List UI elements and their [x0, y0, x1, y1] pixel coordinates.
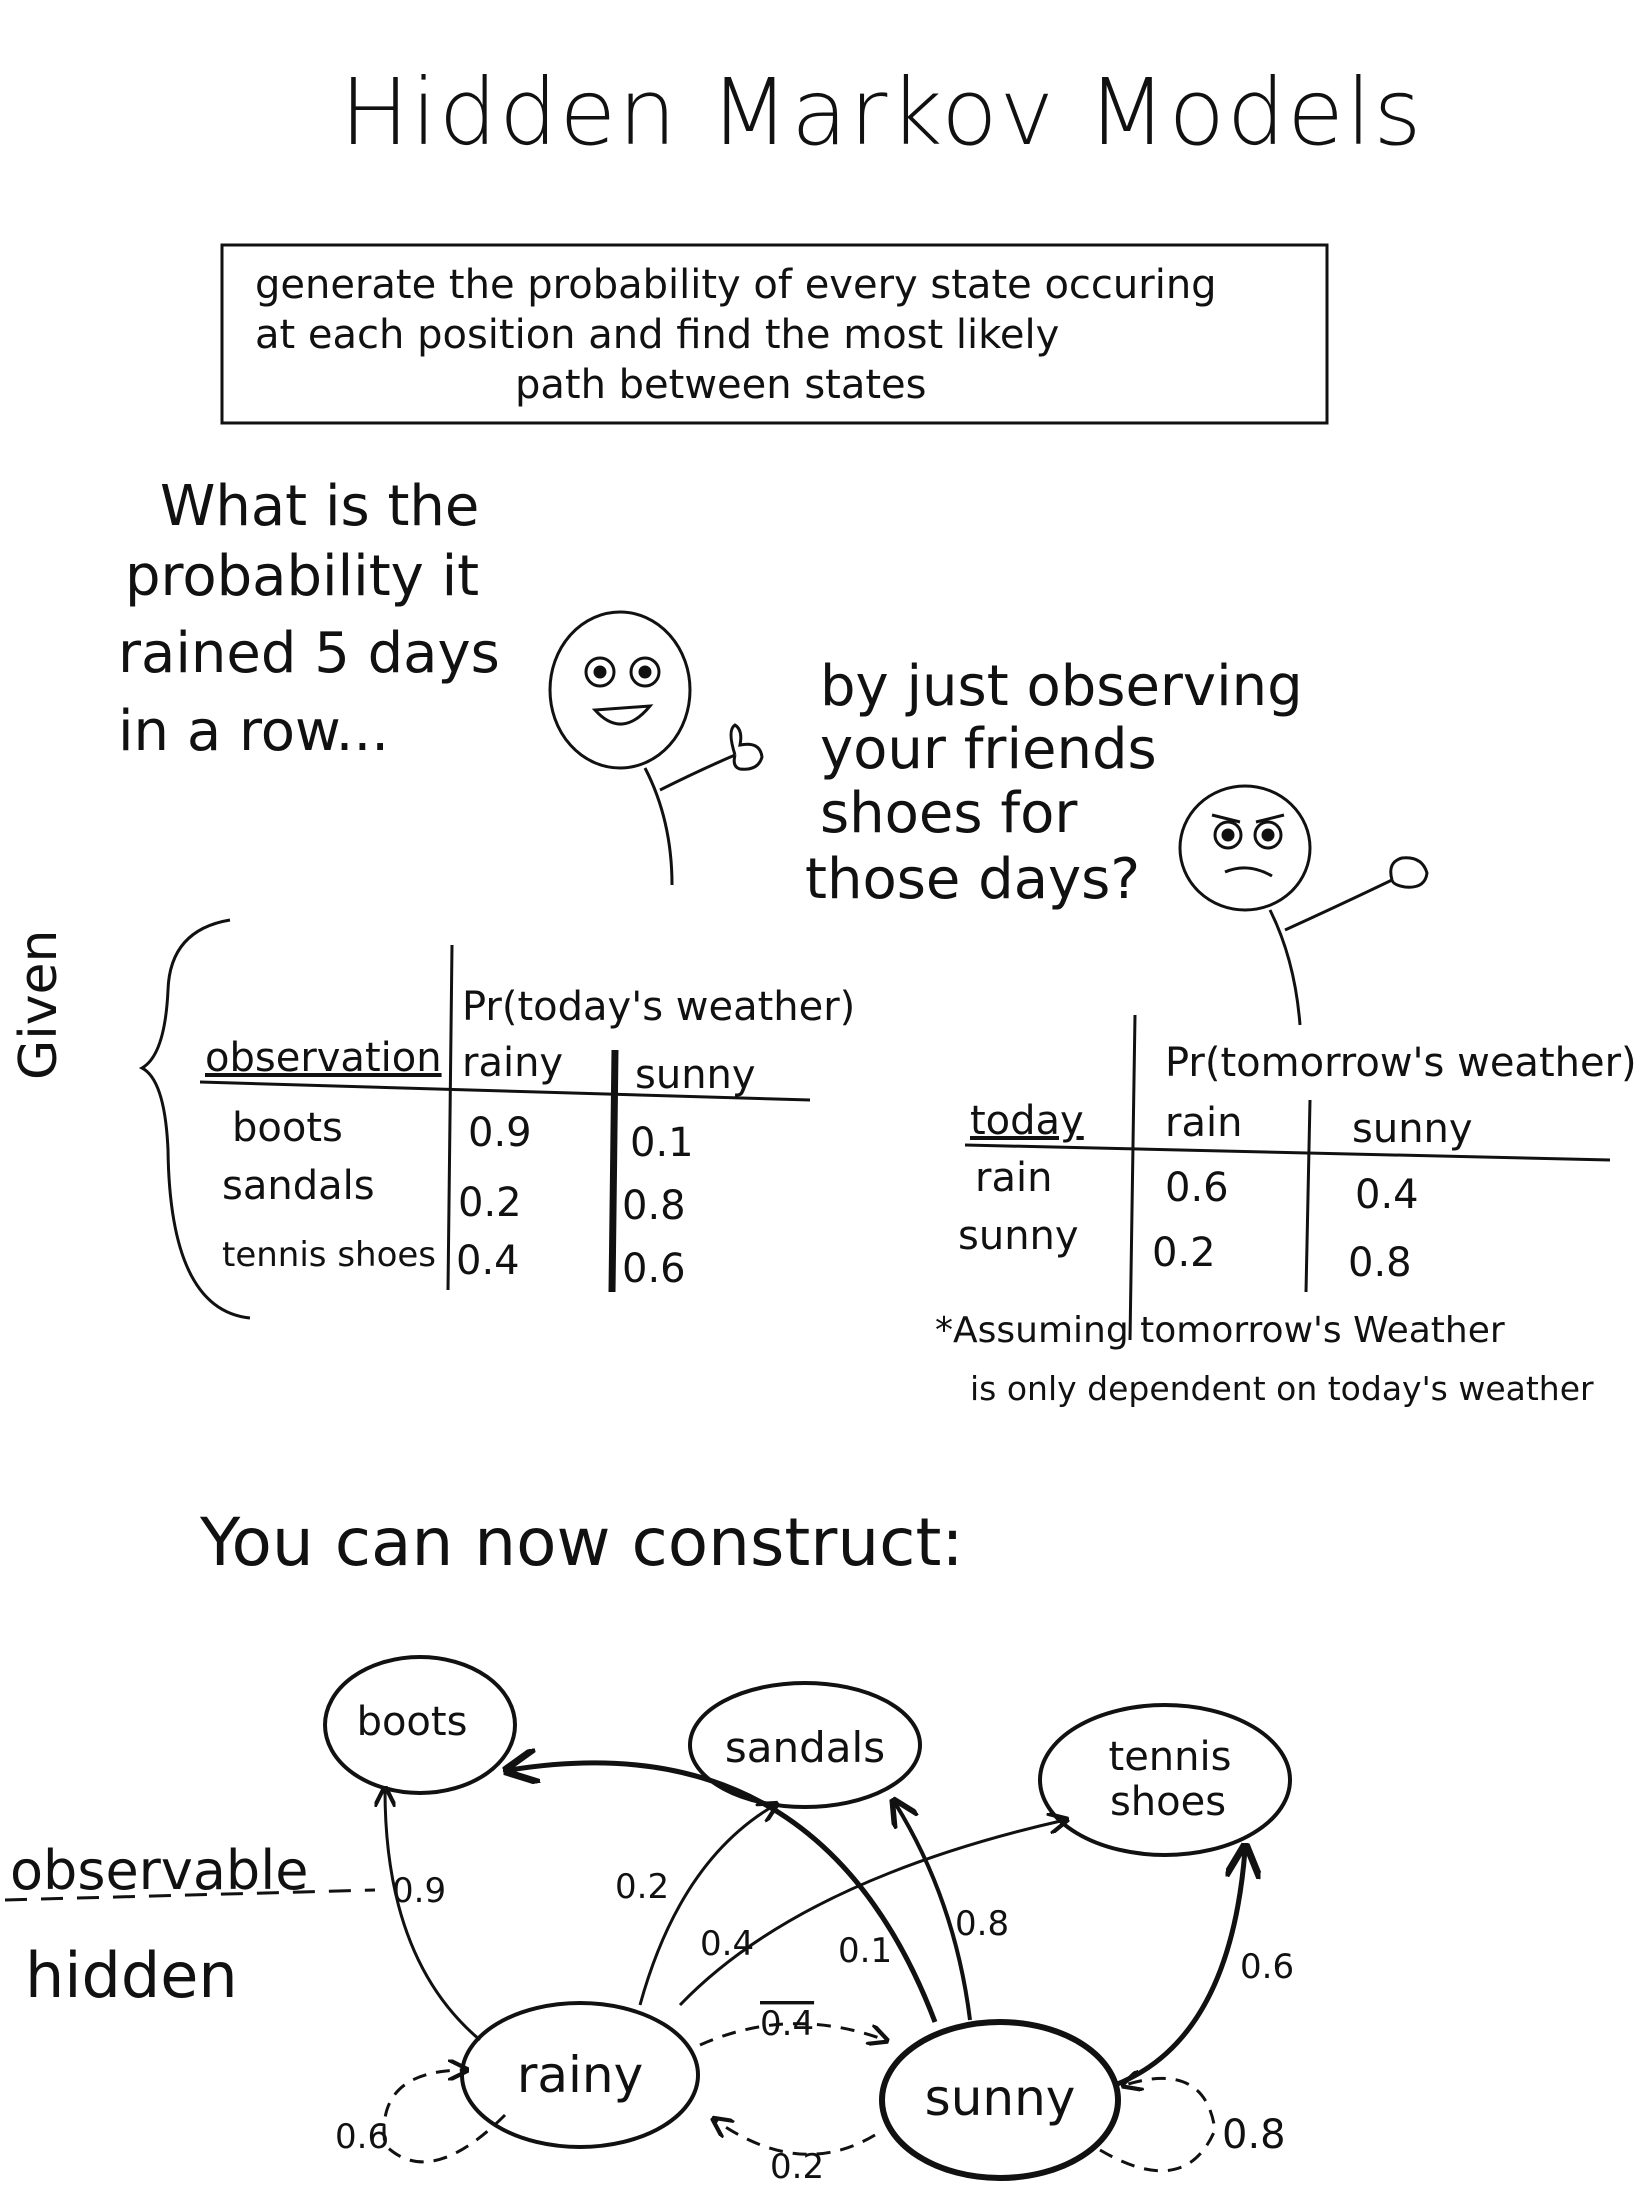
edge-label-rainy-boots: 0.9: [392, 1871, 446, 1911]
happy-arm: [659, 753, 736, 792]
assumption-line-1: *Assuming tomorrow's Weather: [935, 1310, 1505, 1351]
graph-nodes: [323, 1655, 1292, 2181]
node-tennis-label-2: shoes: [1110, 1779, 1226, 1825]
edge-sunny-sandals: [895, 1803, 972, 2021]
question-left-line-4: in a row...: [118, 699, 390, 764]
emission-row-sandals-rainy: 0.2: [458, 1180, 522, 1226]
edge-sunny-tennis: [1114, 1850, 1245, 2088]
emission-col-sunny: sunny: [635, 1052, 756, 1098]
page-title: Hidden Markov Models: [340, 59, 1424, 166]
grumpy-left-eye: [1213, 820, 1243, 850]
edge-rainy-self: [382, 2070, 507, 2164]
given-brace: [138, 918, 251, 1320]
edge-label-rainy-tennis: 0.4: [700, 1924, 754, 1964]
edge-label-sunny-sandals: 0.8: [955, 1904, 1009, 1944]
transition-row-sunny-sunny: 0.8: [1348, 1240, 1412, 1286]
definition-line-3: path between states: [515, 362, 927, 408]
happy-thumb-icon: [729, 723, 764, 771]
observable-label: observable: [10, 1839, 309, 1902]
transition-col-sunny: sunny: [1352, 1106, 1473, 1152]
emission-row-boots-label: boots: [232, 1105, 343, 1151]
question-right-line-3: shoes for: [820, 781, 1078, 846]
edge-rainy-sandals: [638, 1805, 775, 2006]
hidden-label: hidden: [25, 1939, 238, 2012]
edge-rainy-boots: [385, 1790, 481, 2042]
question-right-line-2: your friends: [820, 717, 1157, 782]
definition-line-1: generate the probability of every state …: [255, 262, 1217, 308]
edge-sunny-self: [1099, 2078, 1217, 2173]
happy-mouth: [591, 704, 654, 726]
grumpy-thumb-icon: [1389, 856, 1429, 889]
transition-row-sunny-label: sunny: [958, 1213, 1079, 1259]
construct-heading: You can now construct:: [200, 1504, 964, 1581]
transition-row-rain-label: rain: [975, 1155, 1053, 1201]
emission-caption: Pr(today's weather): [462, 984, 856, 1030]
grumpy-mouth: [1224, 866, 1273, 878]
question-left-line-1: What is the: [160, 474, 480, 539]
node-boots: [323, 1655, 517, 1795]
emission-col-header: observation: [205, 1035, 442, 1081]
question-right-line-4: those days?: [805, 847, 1141, 912]
grumpy-body: [1268, 909, 1302, 1026]
grumpy-right-eye: [1253, 820, 1283, 850]
edge-label-rainy-sandals: 0.2: [615, 1867, 669, 1907]
transition-row-sunny-rain: 0.2: [1152, 1230, 1216, 1276]
node-sunny: [879, 2019, 1121, 2181]
node-rainy-label: rainy: [517, 2046, 643, 2104]
grumpy-stick-figure: [1178, 784, 1429, 1026]
grumpy-arm: [1284, 878, 1393, 932]
emission-table-lines: [199, 944, 811, 1293]
transition-table-lines: [964, 1014, 1611, 1341]
node-tennis-shoes: [1038, 1703, 1292, 1857]
emission-row-boots-rainy: 0.9: [468, 1110, 532, 1156]
edge-label-rainy-sunny: 0.4: [760, 2004, 814, 2044]
transition-row-rain-sunny: 0.4: [1355, 1172, 1419, 1218]
emission-row-tennis-label: tennis shoes: [222, 1235, 437, 1275]
emission-row-tennis-rainy: 0.4: [456, 1238, 520, 1284]
transition-col-header: today: [970, 1098, 1084, 1144]
definition-line-2: at each position and find the most likel…: [255, 312, 1060, 358]
edge-label-rainy-self: 0.6: [335, 2117, 389, 2157]
node-sunny-label: sunny: [925, 2069, 1076, 2127]
happy-face-outline: [548, 610, 692, 770]
graph-edges: [382, 1763, 1245, 2173]
node-sandals-label: sandals: [725, 1723, 885, 1772]
emission-row-boots-sunny: 0.1: [630, 1120, 694, 1166]
question-left-line-2: probability it: [125, 544, 480, 609]
transition-caption: Pr(tomorrow's weather): [1165, 1040, 1637, 1086]
happy-stick-figure: [548, 610, 764, 886]
layer-divider: [4, 1888, 376, 1902]
assumption-line-2: is only dependent on today's weather: [970, 1369, 1594, 1408]
question-left-line-3: rained 5 days: [118, 621, 500, 686]
definition-box: [220, 243, 1329, 425]
emission-row-sandals-sunny: 0.8: [622, 1183, 686, 1229]
happy-body: [643, 767, 674, 886]
edge-sunny-boots: [510, 1763, 938, 2023]
edge-label-sunny-boots: 0.1: [838, 1931, 892, 1971]
emission-col-rainy: rainy: [462, 1040, 564, 1086]
question-right-line-1: by just observing: [820, 654, 1303, 719]
edge-label-sunny-rainy: 0.2: [770, 2147, 824, 2187]
node-sandals: [688, 1681, 922, 1809]
edge-label-sunny-tennis: 0.6: [1240, 1947, 1294, 1987]
edge-sunny-rainy: [715, 2120, 876, 2156]
edge-rainy-tennis: [678, 1820, 1065, 2007]
emission-row-sandals-label: sandals: [222, 1163, 375, 1209]
transition-row-rain-rain: 0.6: [1165, 1165, 1229, 1211]
transition-col-rain: rain: [1165, 1100, 1243, 1146]
node-tennis-label-1: tennis: [1109, 1734, 1232, 1780]
happy-left-eye: [584, 656, 616, 688]
node-boots-label: boots: [357, 1699, 468, 1745]
happy-right-eye: [629, 656, 661, 688]
grumpy-face-outline: [1178, 784, 1312, 912]
edge-label-sunny-self: 0.8: [1222, 2112, 1286, 2158]
emission-row-tennis-sunny: 0.6: [622, 1246, 686, 1292]
